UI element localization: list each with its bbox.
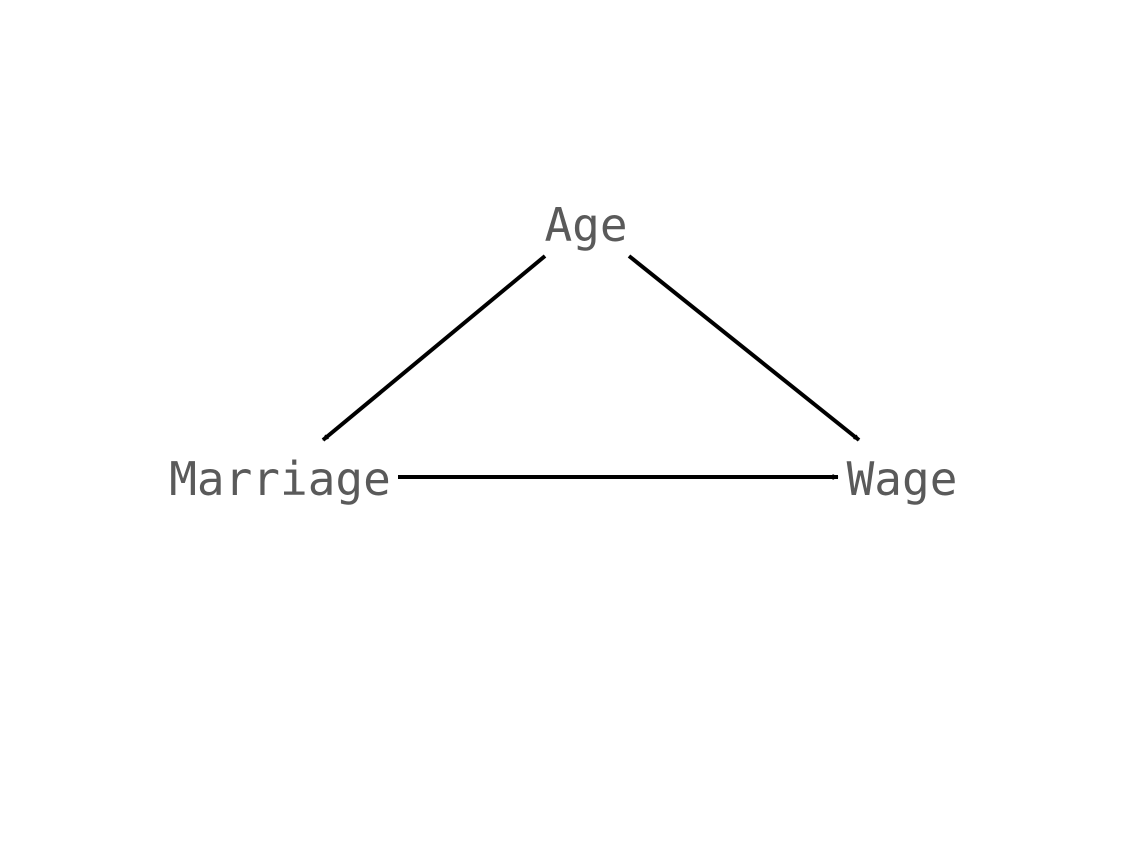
- node-age: Age: [544, 198, 627, 252]
- edge-age-to-wage: [627, 254, 861, 442]
- node-marriage: Marriage: [169, 452, 391, 506]
- edge-age-to-marriage: [321, 254, 547, 442]
- node-wage: Wage: [847, 452, 958, 506]
